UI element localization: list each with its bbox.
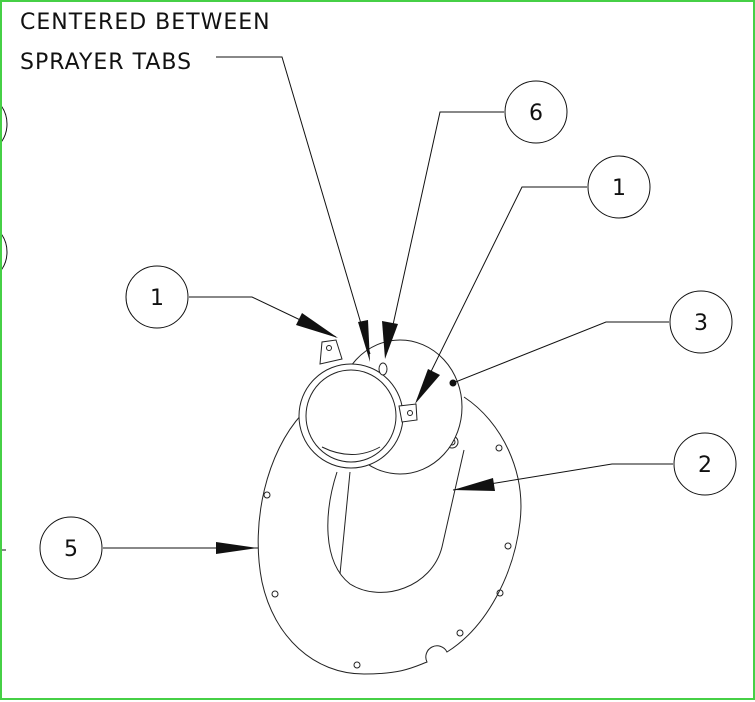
assembly-isometric (257, 339, 522, 675)
leader-1-upper-right-arrow (415, 369, 440, 404)
leader-2 (452, 463, 673, 491)
note-leader (216, 56, 371, 355)
balloon-6: 6 (504, 80, 568, 144)
leader-6-arrow (382, 321, 398, 359)
bolt-hole (496, 589, 504, 597)
leader-6 (386, 111, 504, 353)
front-ring-inner (305, 369, 397, 463)
balloon-5: 5 (39, 516, 103, 580)
balloon-2: 2 (673, 432, 737, 496)
leader-5-arrow (216, 542, 258, 554)
note-leader-arrow (358, 320, 370, 362)
balloon-3-label: 3 (694, 311, 708, 336)
balloon-1-upper-right-label: 1 (612, 176, 626, 201)
balloon-3: 3 (669, 290, 733, 354)
balloon-5-label: 5 (64, 537, 78, 562)
balloon-2-label: 2 (698, 453, 712, 478)
leader-3 (452, 321, 669, 384)
bolt-hole (263, 491, 271, 499)
balloon-cutoff-upper (2, 106, 8, 142)
sprayer-nozzle (378, 362, 388, 376)
leader-2-arrow (453, 478, 495, 491)
tab-left-hole (326, 345, 332, 351)
bolt-hole (271, 590, 279, 598)
leader-1-left-arrow (296, 313, 338, 338)
balloon-6-label: 6 (529, 101, 543, 126)
note-line-2: SPRAYER TABS (20, 50, 193, 75)
base-plate-outline (257, 396, 522, 675)
balloon-cutoff-lower (2, 234, 8, 270)
bolt-hole (353, 661, 361, 669)
chute-edge (339, 471, 351, 575)
tab-right-hole (407, 410, 413, 416)
bolt-hole (504, 542, 512, 550)
bolt-hole (495, 444, 503, 452)
balloon-1-left-label: 1 (150, 286, 164, 311)
ring-cut-edge (321, 446, 381, 455)
bolt-hole (456, 629, 464, 637)
leader-1-left (189, 296, 337, 338)
note-line-1: CENTERED BETWEEN (20, 10, 271, 35)
chute-slot (327, 449, 465, 593)
tab-left (319, 339, 343, 365)
leader-1-upper-right (416, 186, 587, 401)
front-ring-outer (298, 363, 404, 469)
balloon-1-upper-right: 1 (587, 155, 651, 219)
balloon-1-left: 1 (125, 265, 189, 329)
